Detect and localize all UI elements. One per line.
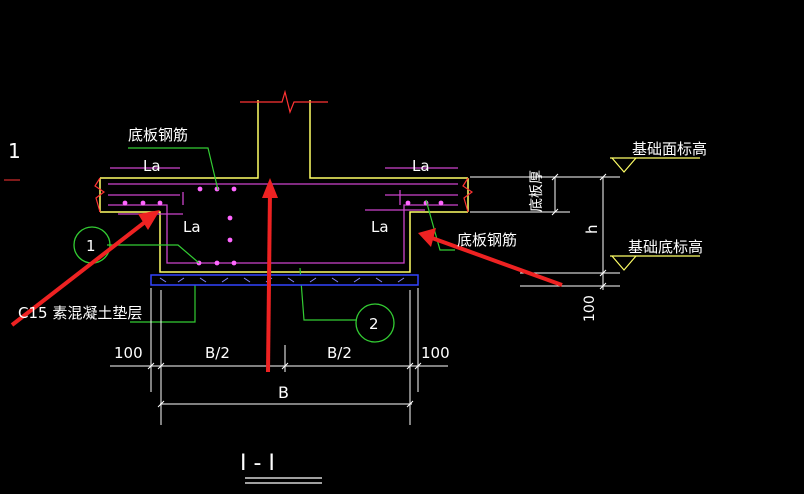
callout-2-label: 2 [369, 315, 379, 333]
slab-thickness-label: 底板厚 [529, 170, 545, 212]
section-mark-left: 1 [8, 139, 21, 163]
dim-100-right-label: 100 [421, 344, 450, 362]
la-label-top-left: La [143, 157, 161, 175]
dim-b-label: B [278, 383, 289, 402]
dim-b-half-left-label: B/2 [205, 344, 230, 362]
annotation-arrows [10, 178, 563, 373]
foundation-bottom-elevation-label: 基础底标高 [628, 238, 703, 256]
rebar-dots [122, 186, 444, 266]
dimension-lines [4, 173, 620, 425]
column-break-line [240, 89, 328, 114]
dim-100-left-label: 100 [114, 344, 143, 362]
cushion-layer [150, 274, 419, 286]
dim-b-half-right-label: B/2 [327, 344, 352, 362]
la-label-inner-left: La [183, 218, 201, 236]
bottom-rebar-label-right: 底板钢筋 [457, 231, 517, 249]
section-title-underline [245, 477, 322, 484]
bottom-rebar-label-top-left: 底板钢筋 [128, 126, 188, 144]
cushion-layer-label: C15 素混凝土垫层 [18, 304, 142, 322]
elevation-markers [610, 157, 700, 271]
la-label-inner-right: La [371, 218, 389, 236]
la-label-top-right: La [412, 157, 430, 175]
rebar-lines [108, 167, 458, 264]
slab-break-lines [94, 177, 474, 213]
foundation-top-elevation-label: 基础面标高 [632, 140, 707, 158]
callout-1-label: 1 [86, 237, 96, 255]
height-h-label: h [583, 224, 601, 234]
dim-100-vertical-label: 100 [582, 295, 598, 322]
section-title: I - I [240, 451, 275, 476]
